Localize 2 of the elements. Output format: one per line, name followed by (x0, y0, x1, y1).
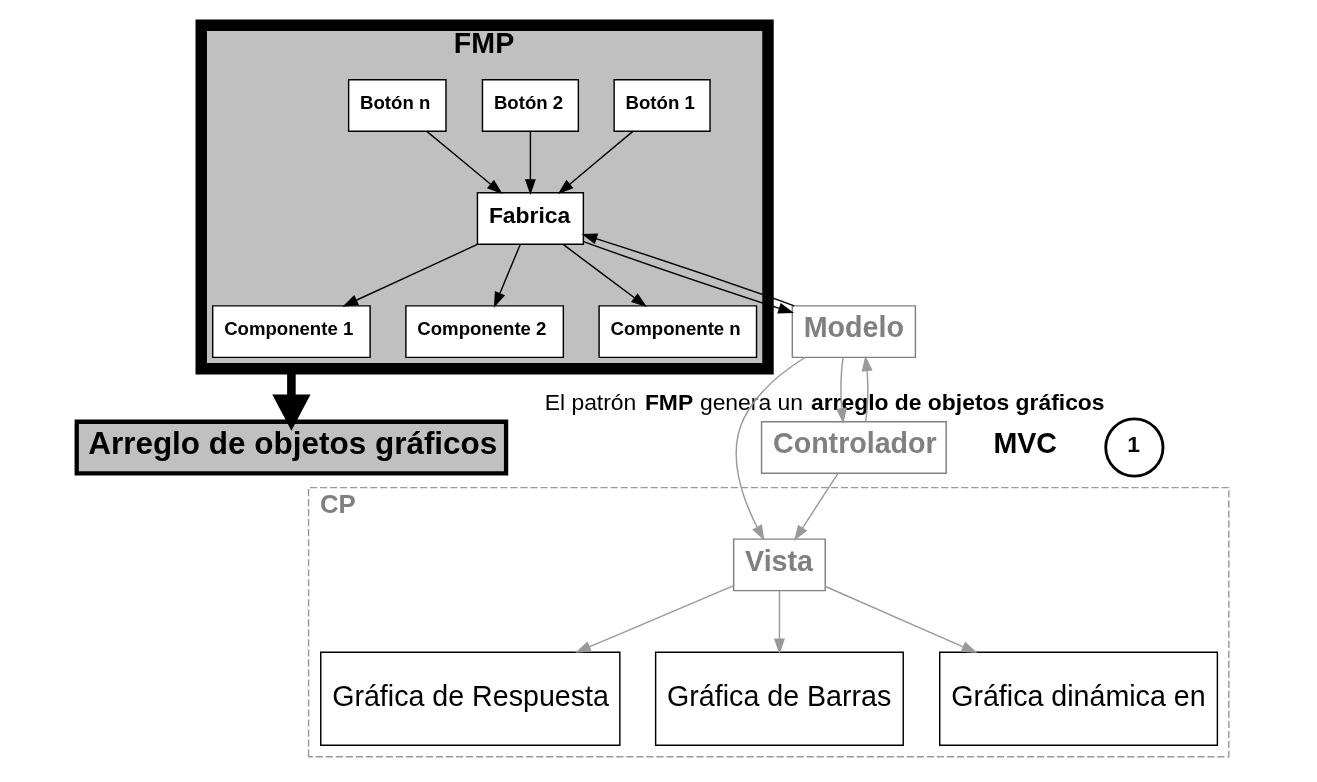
label: MVC (993, 427, 1057, 460)
node-label: El patrón FMP genera un arreglo de objetos gráficos (544, 389, 1105, 416)
